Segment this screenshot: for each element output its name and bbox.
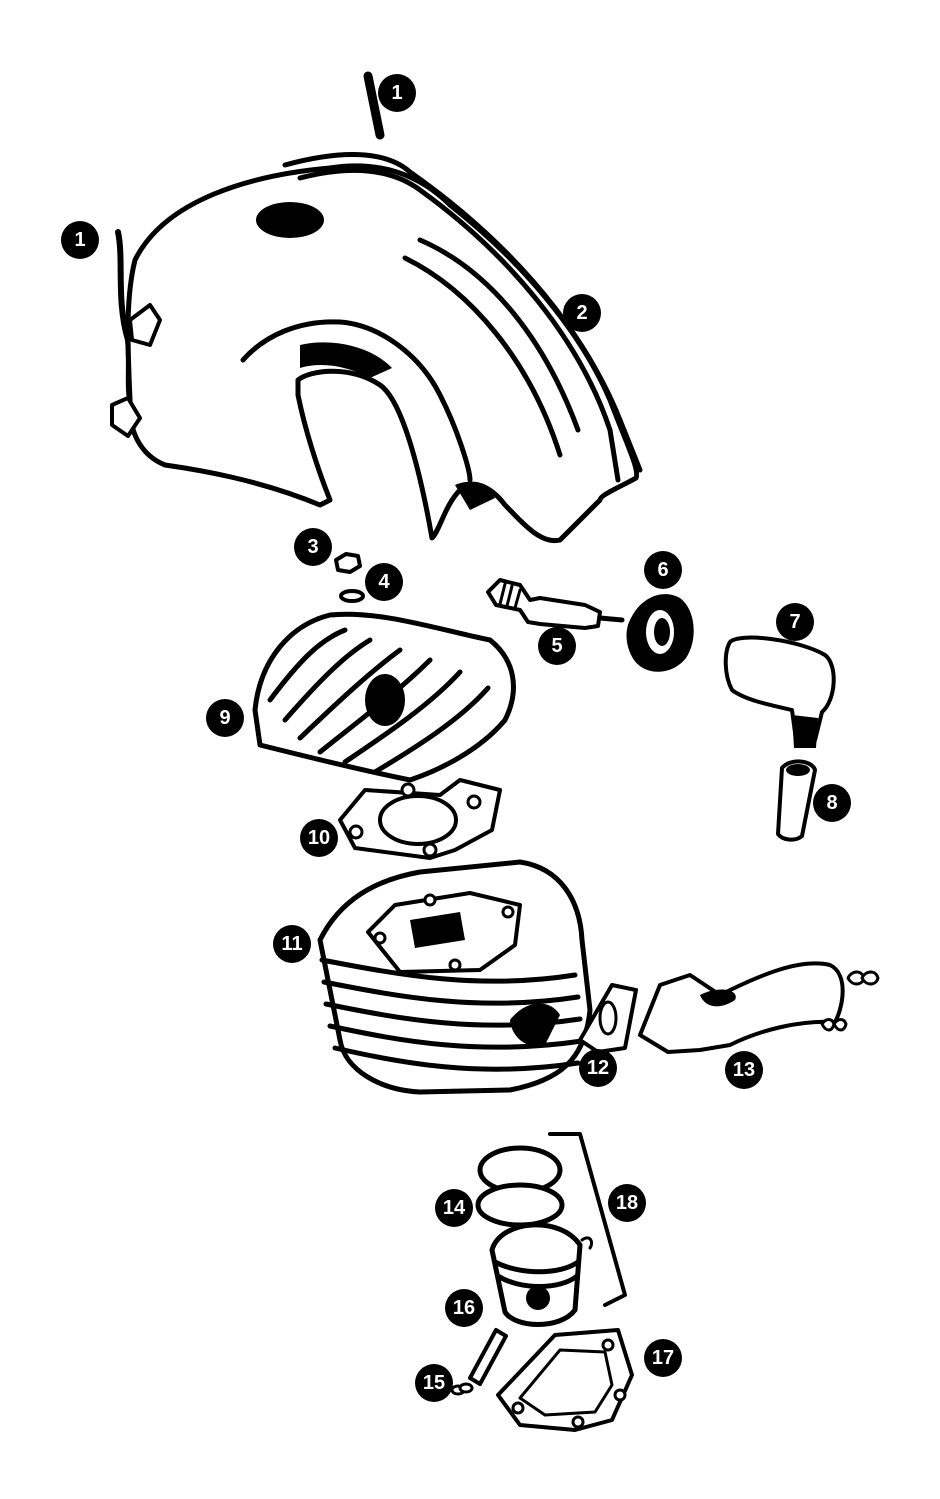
callout-label: 9 [219, 707, 230, 729]
part-9-cylinder-head [252, 611, 516, 783]
part-13-intake-manifold [638, 961, 880, 1054]
callout-badge-7: 7 [776, 603, 814, 641]
cowling-oval-hole [256, 202, 324, 238]
callout-badge-10: 10 [300, 819, 338, 857]
part-17-base-gasket [496, 1328, 634, 1432]
callout-label: 18 [616, 1192, 638, 1214]
callout-badge-11: 11 [273, 925, 311, 963]
part-12-intake-gasket [578, 983, 638, 1054]
callout-badge-12: 12 [579, 1049, 617, 1087]
part-4-washer [339, 589, 365, 603]
callout-label: 1 [391, 82, 402, 104]
callout-label: 8 [826, 792, 837, 814]
part-18-piston [489, 1132, 627, 1327]
part-11-cylinder [317, 859, 593, 1095]
callout-badge-1-top: 1 [378, 74, 416, 112]
callout-badge-3: 3 [294, 528, 332, 566]
callout-badge-14: 14 [435, 1189, 473, 1227]
callout-badge-18: 18 [608, 1184, 646, 1222]
part-2-cowling [110, 152, 643, 544]
part-16-piston-pin [468, 1328, 508, 1386]
callout-label: 2 [576, 302, 587, 324]
callout-label: 15 [423, 1372, 445, 1394]
callout-label: 4 [378, 571, 390, 593]
callout-badge-13: 13 [725, 1051, 763, 1089]
callout-label: 17 [652, 1347, 674, 1369]
part-8-sleeve [776, 759, 817, 842]
callout-label: 7 [789, 611, 800, 633]
part-15-circlip [450, 1382, 474, 1396]
part-5-spark-plug [486, 578, 625, 630]
callout-badge-1-left: 1 [61, 221, 99, 259]
callout-badge-9: 9 [206, 699, 244, 737]
callout-badge-17: 17 [644, 1339, 682, 1377]
part-14-piston-rings [475, 1145, 565, 1228]
callout-badges: 1 1 2 3 4 5 6 7 [61, 74, 851, 1402]
callout-label: 16 [453, 1297, 475, 1319]
callout-label: 12 [587, 1057, 609, 1079]
callout-label: 5 [551, 635, 562, 657]
callout-badge-16: 16 [445, 1289, 483, 1327]
callout-badge-6: 6 [644, 551, 682, 589]
callout-label: 1 [74, 229, 85, 251]
callout-label: 14 [443, 1197, 466, 1219]
part-1-pin-top [363, 71, 385, 140]
part-3-nut [334, 552, 362, 574]
callout-badge-4: 4 [365, 563, 403, 601]
part-6-plug-cap [626, 594, 694, 672]
callout-label: 10 [308, 827, 330, 849]
callout-label: 6 [657, 559, 668, 581]
callout-badge-15: 15 [415, 1364, 453, 1402]
callout-badge-8: 8 [813, 784, 851, 822]
callout-label: 11 [281, 933, 302, 955]
part-7-elbow-connector [723, 635, 836, 748]
callout-badge-2: 2 [563, 294, 601, 332]
callout-label: 3 [307, 536, 318, 558]
part-10-head-gasket [338, 778, 502, 860]
callout-badge-5: 5 [538, 627, 576, 665]
callout-label: 13 [733, 1059, 755, 1081]
